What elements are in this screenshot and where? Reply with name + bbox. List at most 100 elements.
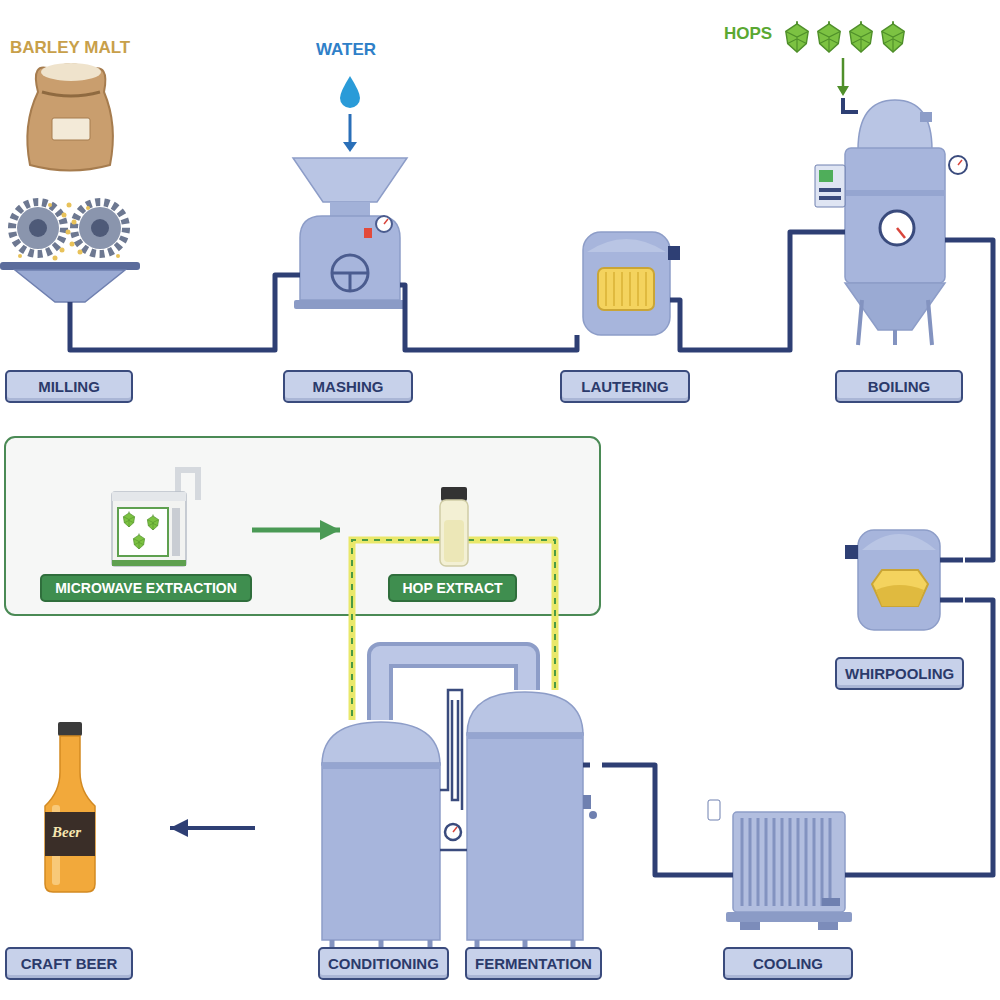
- extraction-step: HOP EXTRACT: [340, 485, 517, 602]
- step-label-box: COOLING: [723, 947, 853, 980]
- mash-tun: [300, 216, 400, 300]
- step-label: MILLING: [38, 378, 100, 395]
- heat-exchanger: [822, 898, 840, 906]
- mill-rollers: [74, 202, 126, 254]
- microwave-extractor: [112, 492, 186, 501]
- boil-kettle: [949, 156, 967, 174]
- connector-group: [853, 600, 993, 875]
- pipe-stub: [723, 873, 733, 878]
- lauter-tun: [587, 239, 666, 252]
- hop-cones: [882, 21, 904, 52]
- heat-exchanger: [781, 818, 784, 906]
- lauter-tun: [606, 272, 646, 306]
- boil-kettle: [819, 170, 833, 182]
- process-step: MILLING: [5, 190, 133, 403]
- connector-group: [170, 828, 255, 829]
- hop-cones: [786, 21, 904, 96]
- whirlpool-tank: [862, 534, 936, 550]
- mill-rollers: [86, 206, 90, 210]
- barley-sack: [52, 118, 90, 140]
- mill-rollers: [62, 213, 67, 218]
- mill-rollers: [67, 203, 72, 208]
- step-label-box: MILLING: [5, 370, 133, 403]
- mash-tun: [364, 228, 372, 238]
- microwave-extractor: [112, 560, 186, 566]
- heat-exchanger: [742, 818, 830, 906]
- step-label: WHIRPOOLING: [845, 665, 954, 682]
- boil-kettle: [858, 100, 932, 150]
- process-step: COOLING: [723, 795, 853, 980]
- conditioning-tank: [322, 763, 440, 940]
- mill-rollers: [66, 230, 71, 235]
- boil-kettle: [815, 98, 967, 345]
- hop-extract-line-dash: [517, 540, 555, 690]
- boil-kettle: [845, 190, 945, 196]
- process-step: CRAFT BEER: [5, 715, 170, 980]
- boil-kettle: [819, 188, 841, 192]
- fermentation-tank: [467, 733, 583, 739]
- connector-group: [963, 240, 993, 560]
- mill-rollers: [18, 254, 22, 258]
- fermentation-tank: [467, 733, 583, 940]
- step-label: COOLING: [753, 955, 823, 972]
- mill-rollers: [18, 203, 120, 261]
- whirlpool-tank: [845, 530, 940, 630]
- step-label: CONDITIONING: [328, 955, 439, 972]
- ingredient-label: BARLEY MALT: [10, 38, 130, 58]
- mill-rollers: [29, 219, 47, 237]
- pipe-stub: [670, 300, 690, 350]
- step-label: FERMENTATION: [475, 955, 592, 972]
- boil-kettle: [958, 160, 962, 165]
- bottle-label-text: Beer: [52, 824, 81, 841]
- hop-extract-vial: [352, 540, 517, 602]
- step-label-box: CONDITIONING: [318, 947, 449, 980]
- mash-tun: [376, 216, 392, 232]
- mill-rollers: [72, 220, 77, 225]
- step-label-box: HOP EXTRACT: [388, 574, 517, 602]
- pipe-stub: [70, 232, 963, 875]
- conditioning-tank: [322, 722, 440, 962]
- heat-exchanger: [741, 818, 744, 906]
- beer-bottle: [45, 722, 95, 892]
- heat-exchanger: [726, 912, 852, 922]
- step-label: MICROWAVE EXTRACTION: [55, 580, 237, 596]
- microwave-extractor: [133, 534, 144, 549]
- whirlpool-tank: [872, 570, 928, 606]
- heat-exchanger: [813, 818, 816, 906]
- heat-exchanger: [733, 812, 845, 912]
- step-label-box: MASHING: [283, 370, 413, 403]
- connector-group: [413, 350, 560, 351]
- mill-rollers: [91, 219, 109, 237]
- connector-group: [133, 275, 283, 350]
- step-label-box: FERMENTATION: [465, 947, 602, 980]
- hop-extract-vial: [441, 487, 467, 501]
- mill-rollers: [53, 256, 58, 261]
- step-label-box: BOILING: [835, 370, 963, 403]
- heat-exchanger: [805, 818, 808, 906]
- mill-rollers: [79, 207, 121, 249]
- hop-extract-line: [517, 540, 555, 690]
- barley-sack: [41, 63, 101, 81]
- process-step: MASHING: [283, 160, 413, 403]
- mash-tun: [384, 219, 388, 224]
- beer-bottle: [45, 736, 95, 892]
- mash-tun: [294, 300, 406, 309]
- process-pipe: [413, 348, 560, 353]
- pipe-stub: [845, 873, 853, 878]
- microwave-extractor: [118, 508, 168, 556]
- mill-rollers: [48, 203, 52, 207]
- transfer-manifold: [440, 690, 462, 810]
- whirlpool-tank: [876, 585, 924, 606]
- boil-kettle: [819, 196, 841, 200]
- fermentation-tank: [467, 692, 583, 735]
- transfer-manifold: [440, 849, 467, 852]
- microwave-extractor: [147, 515, 158, 530]
- transfer-manifold: [445, 824, 461, 840]
- heat-exchanger: [708, 800, 720, 820]
- boil-kettle: [920, 112, 932, 122]
- boil-kettle: [897, 228, 905, 238]
- fermentation-tank: [589, 811, 597, 819]
